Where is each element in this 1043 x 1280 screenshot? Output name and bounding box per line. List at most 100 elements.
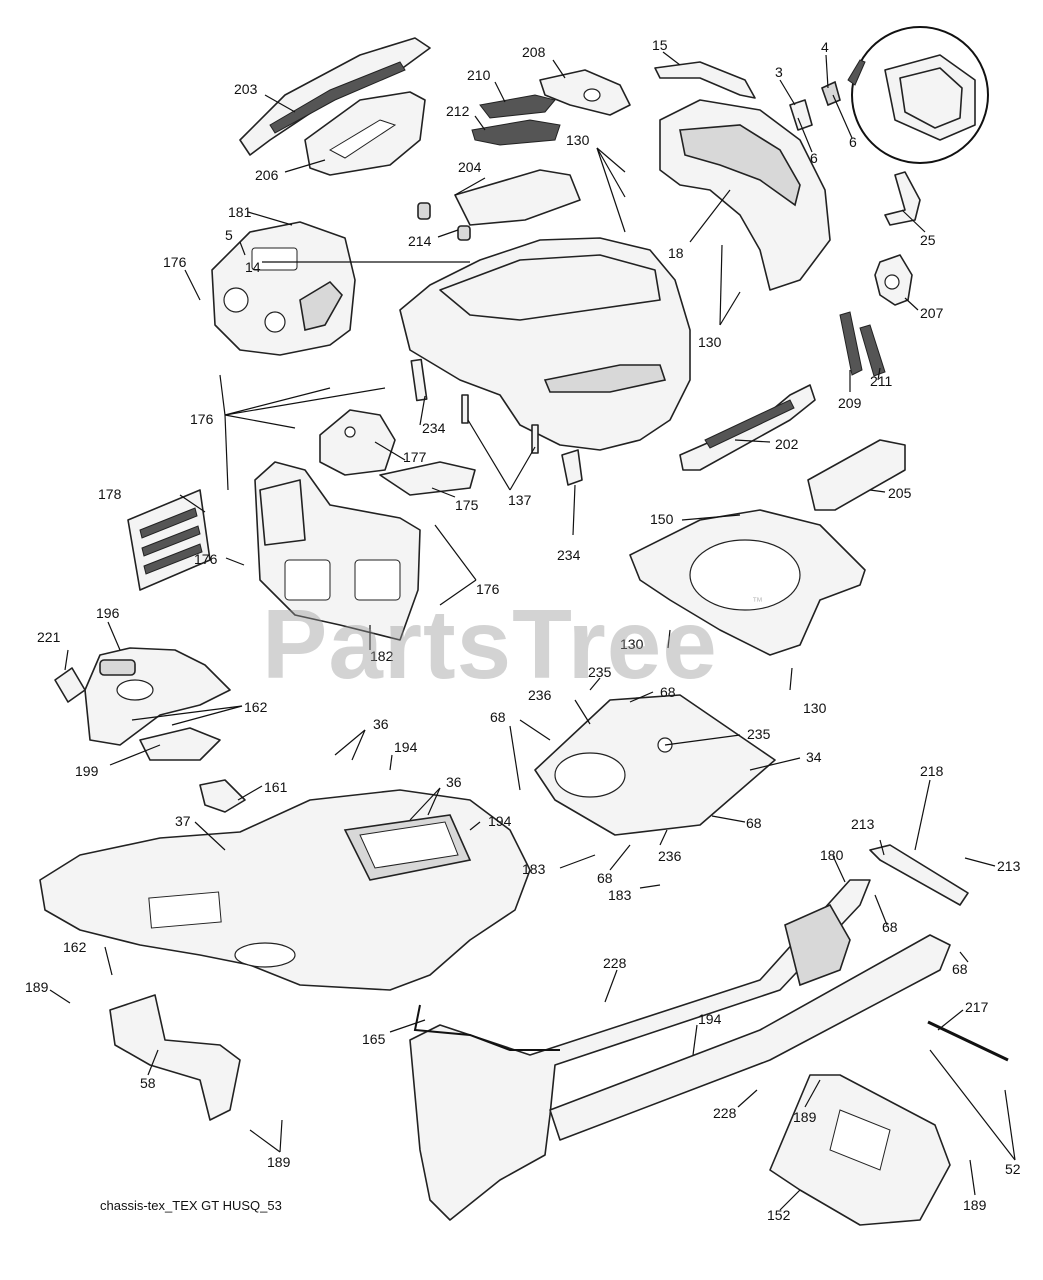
callout-label: 177 (403, 449, 427, 465)
part-5-dash-panel (211, 221, 356, 356)
callout-label: 18 (668, 245, 684, 261)
trademark-symbol: ™ (752, 596, 763, 608)
callout-label: 218 (920, 763, 944, 779)
callout-label: 150 (650, 511, 674, 527)
callout-label: 176 (163, 254, 187, 270)
callout-label: 228 (713, 1105, 737, 1121)
callout-label: 165 (362, 1031, 386, 1047)
callout-label: 6 (849, 134, 857, 150)
callout-label: 228 (603, 955, 627, 971)
part-14-hood (399, 237, 691, 451)
part-177-bracket (319, 409, 396, 476)
part-212-grille-strip (471, 119, 561, 146)
part-175-bracket (379, 461, 476, 496)
callout-label: 209 (838, 395, 862, 411)
leader-lines (49, 51, 1016, 1211)
callout-label: 130 (803, 700, 827, 716)
callout-label: 152 (767, 1207, 791, 1223)
callout-label: 235 (588, 664, 612, 680)
callout-label: 205 (888, 485, 912, 501)
callout-label: 234 (422, 420, 446, 436)
callout-label: 194 (488, 813, 512, 829)
callout-label: 189 (963, 1197, 987, 1213)
callout-label: 176 (476, 581, 500, 597)
callout-label: 214 (408, 233, 432, 249)
callout-label: 194 (698, 1011, 722, 1027)
callout-label: 208 (522, 44, 546, 60)
callout-label: 202 (775, 436, 799, 452)
callout-label: 194 (394, 739, 418, 755)
part-206-grille-bracket (304, 91, 426, 176)
part-202-lower-grille (679, 384, 816, 471)
callout-label: 161 (264, 779, 288, 795)
callout-label: 68 (660, 684, 676, 700)
callout-label: 68 (952, 961, 968, 977)
part-204-hood-insert (454, 169, 581, 226)
callout-label: 176 (190, 411, 214, 427)
callout-label: 36 (446, 774, 462, 790)
callout-label: 175 (455, 497, 479, 513)
callout-label: 4 (821, 39, 829, 55)
callout-label: 182 (370, 648, 394, 664)
part-208-light-housing (539, 69, 631, 116)
callout-label: 68 (597, 870, 613, 886)
diagram-caption: chassis-tex_TEX GT HUSQ_53 (100, 1198, 282, 1213)
part-15-trim-strip (654, 61, 756, 99)
callout-label: 196 (96, 605, 120, 621)
callout-label: 68 (882, 919, 898, 935)
part-182-dash-tower (254, 461, 421, 641)
callout-label: 221 (37, 629, 61, 645)
callout-label: 5 (225, 227, 233, 243)
part-207-light (874, 254, 913, 306)
callout-label: 217 (965, 999, 989, 1015)
part-152-guard (769, 1074, 951, 1226)
part-34-seat-plate (534, 694, 776, 836)
callout-label: 210 (467, 67, 491, 83)
callout-label: 234 (557, 547, 581, 563)
callout-label: 14 (245, 259, 261, 275)
part-203-grille-bar (239, 37, 431, 156)
callout-label: 176 (194, 551, 218, 567)
callout-label: 189 (267, 1154, 291, 1170)
part-209-grille (839, 311, 863, 376)
part-196-fender-top (84, 647, 231, 746)
part-180-frame (409, 879, 951, 1221)
callout-label: 34 (806, 749, 822, 765)
callout-label: 199 (75, 763, 99, 779)
callout-label: 52 (1005, 1161, 1021, 1177)
part-3-bracket (789, 99, 813, 131)
part-218-bracket (869, 844, 969, 906)
part-165-cable (413, 1004, 560, 1051)
part-234-trim (410, 358, 583, 486)
callout-label: 137 (508, 492, 532, 508)
callout-label: 181 (228, 204, 252, 220)
callout-label: 162 (63, 939, 87, 955)
callout-label: 207 (920, 305, 944, 321)
part-4-bracket (821, 80, 841, 107)
part-18-front-nose (659, 99, 831, 291)
part-214-clips (417, 202, 471, 241)
callout-label: 189 (25, 979, 49, 995)
callout-label: 206 (255, 167, 279, 183)
callout-label: 130 (566, 132, 590, 148)
part-205-cover (807, 439, 906, 511)
callout-label: 180 (820, 847, 844, 863)
callout-label: 68 (490, 709, 506, 725)
callout-label: 58 (140, 1075, 156, 1091)
callout-label: 236 (658, 848, 682, 864)
callout-label: 15 (652, 37, 668, 53)
part-199-plate (139, 727, 221, 761)
callout-label: 212 (446, 103, 470, 119)
part-161-plate (199, 779, 246, 813)
callout-label: 3 (775, 64, 783, 80)
callout-label: 204 (458, 159, 482, 175)
part-210-grille-strip (479, 94, 556, 119)
part-221-tag (54, 667, 86, 703)
callout-label: 203 (234, 81, 258, 97)
part-178-vent-plate (127, 489, 211, 591)
callout-label: 37 (175, 813, 191, 829)
part-217-rod (927, 1020, 1009, 1062)
callout-label: 183 (522, 861, 546, 877)
